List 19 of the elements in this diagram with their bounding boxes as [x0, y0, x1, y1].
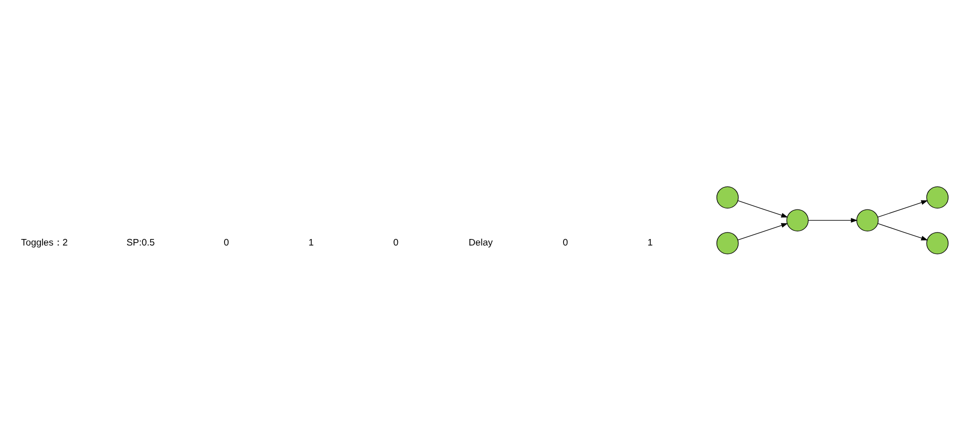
label: 1: [648, 236, 653, 248]
label: Toggles：2: [21, 236, 68, 248]
node-circle: [856, 208, 879, 231]
node-circle: [786, 208, 809, 231]
node-circle: [926, 232, 949, 254]
arrow: [808, 217, 858, 222]
label: 1: [308, 236, 314, 248]
node-circle: [716, 186, 739, 208]
arrow: [878, 222, 928, 240]
label: 0: [224, 236, 229, 248]
arrow: [738, 222, 788, 240]
node-circle: [716, 232, 739, 254]
node-circle: [926, 186, 949, 208]
label: 0: [562, 236, 568, 248]
arrow: [878, 200, 928, 217]
arrow: [738, 200, 788, 217]
label: 0: [393, 236, 399, 248]
label: SP:0.5: [126, 236, 155, 248]
label: Delay: [468, 236, 493, 248]
